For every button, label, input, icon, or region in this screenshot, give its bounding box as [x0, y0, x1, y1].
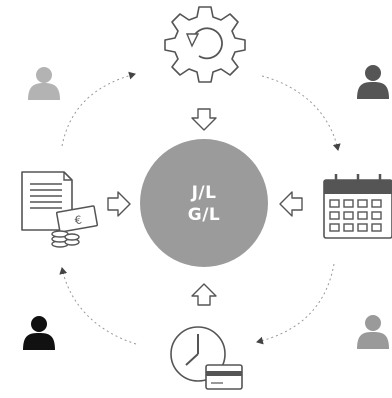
center-label-gl: G/L: [187, 205, 221, 225]
person-icon: [357, 315, 389, 349]
arrow-up-icon: [191, 283, 217, 306]
document-money-icon: €: [21, 171, 99, 248]
cycle-arc-bottom-left: [59, 267, 137, 345]
cycle-arc-top-right: [261, 75, 341, 151]
center-circle: [140, 139, 268, 267]
person-icon: [23, 316, 55, 350]
person-icon: [28, 67, 60, 100]
arrow-right-icon: [107, 191, 131, 217]
arrow-left-icon: [279, 191, 303, 217]
calendar-icon: [323, 174, 392, 239]
cycle-arc-top-left: [61, 71, 136, 147]
arrow-down-icon: [191, 108, 217, 131]
center-label-jl: J/L: [191, 183, 217, 203]
gear-cycle-icon: [164, 6, 246, 83]
clock-card-icon: [170, 326, 243, 390]
person-icon: [357, 65, 389, 99]
euro-symbol: €: [74, 213, 83, 227]
cycle-arc-bottom-right: [256, 263, 335, 345]
